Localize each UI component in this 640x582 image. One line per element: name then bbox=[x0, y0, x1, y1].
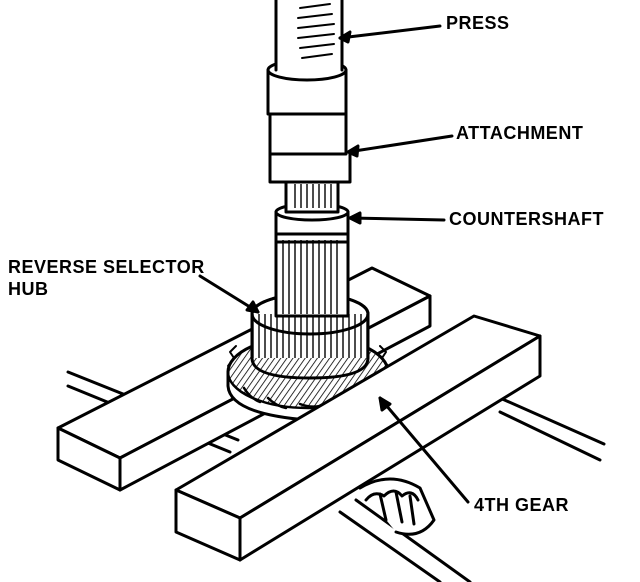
label-reverse-selector-hub-line2: HUB bbox=[8, 279, 49, 299]
press-ram bbox=[274, 0, 344, 72]
front-block bbox=[174, 314, 542, 562]
label-fourth-gear: 4TH GEAR bbox=[474, 495, 570, 515]
label-countershaft: COUNTERSHAFT bbox=[449, 209, 604, 229]
leader-lines bbox=[198, 24, 470, 504]
attachment-collar bbox=[266, 58, 352, 214]
label-reverse-selector-hub-line1: REVERSE SELECTOR bbox=[8, 257, 205, 277]
label-reverse-selector-hub: REVERSE SELECTOR HUB bbox=[8, 256, 205, 300]
lower-gear bbox=[358, 477, 436, 536]
label-press: PRESS bbox=[446, 13, 510, 33]
label-attachment: ATTACHMENT bbox=[456, 123, 584, 143]
countershaft-column bbox=[274, 202, 350, 318]
